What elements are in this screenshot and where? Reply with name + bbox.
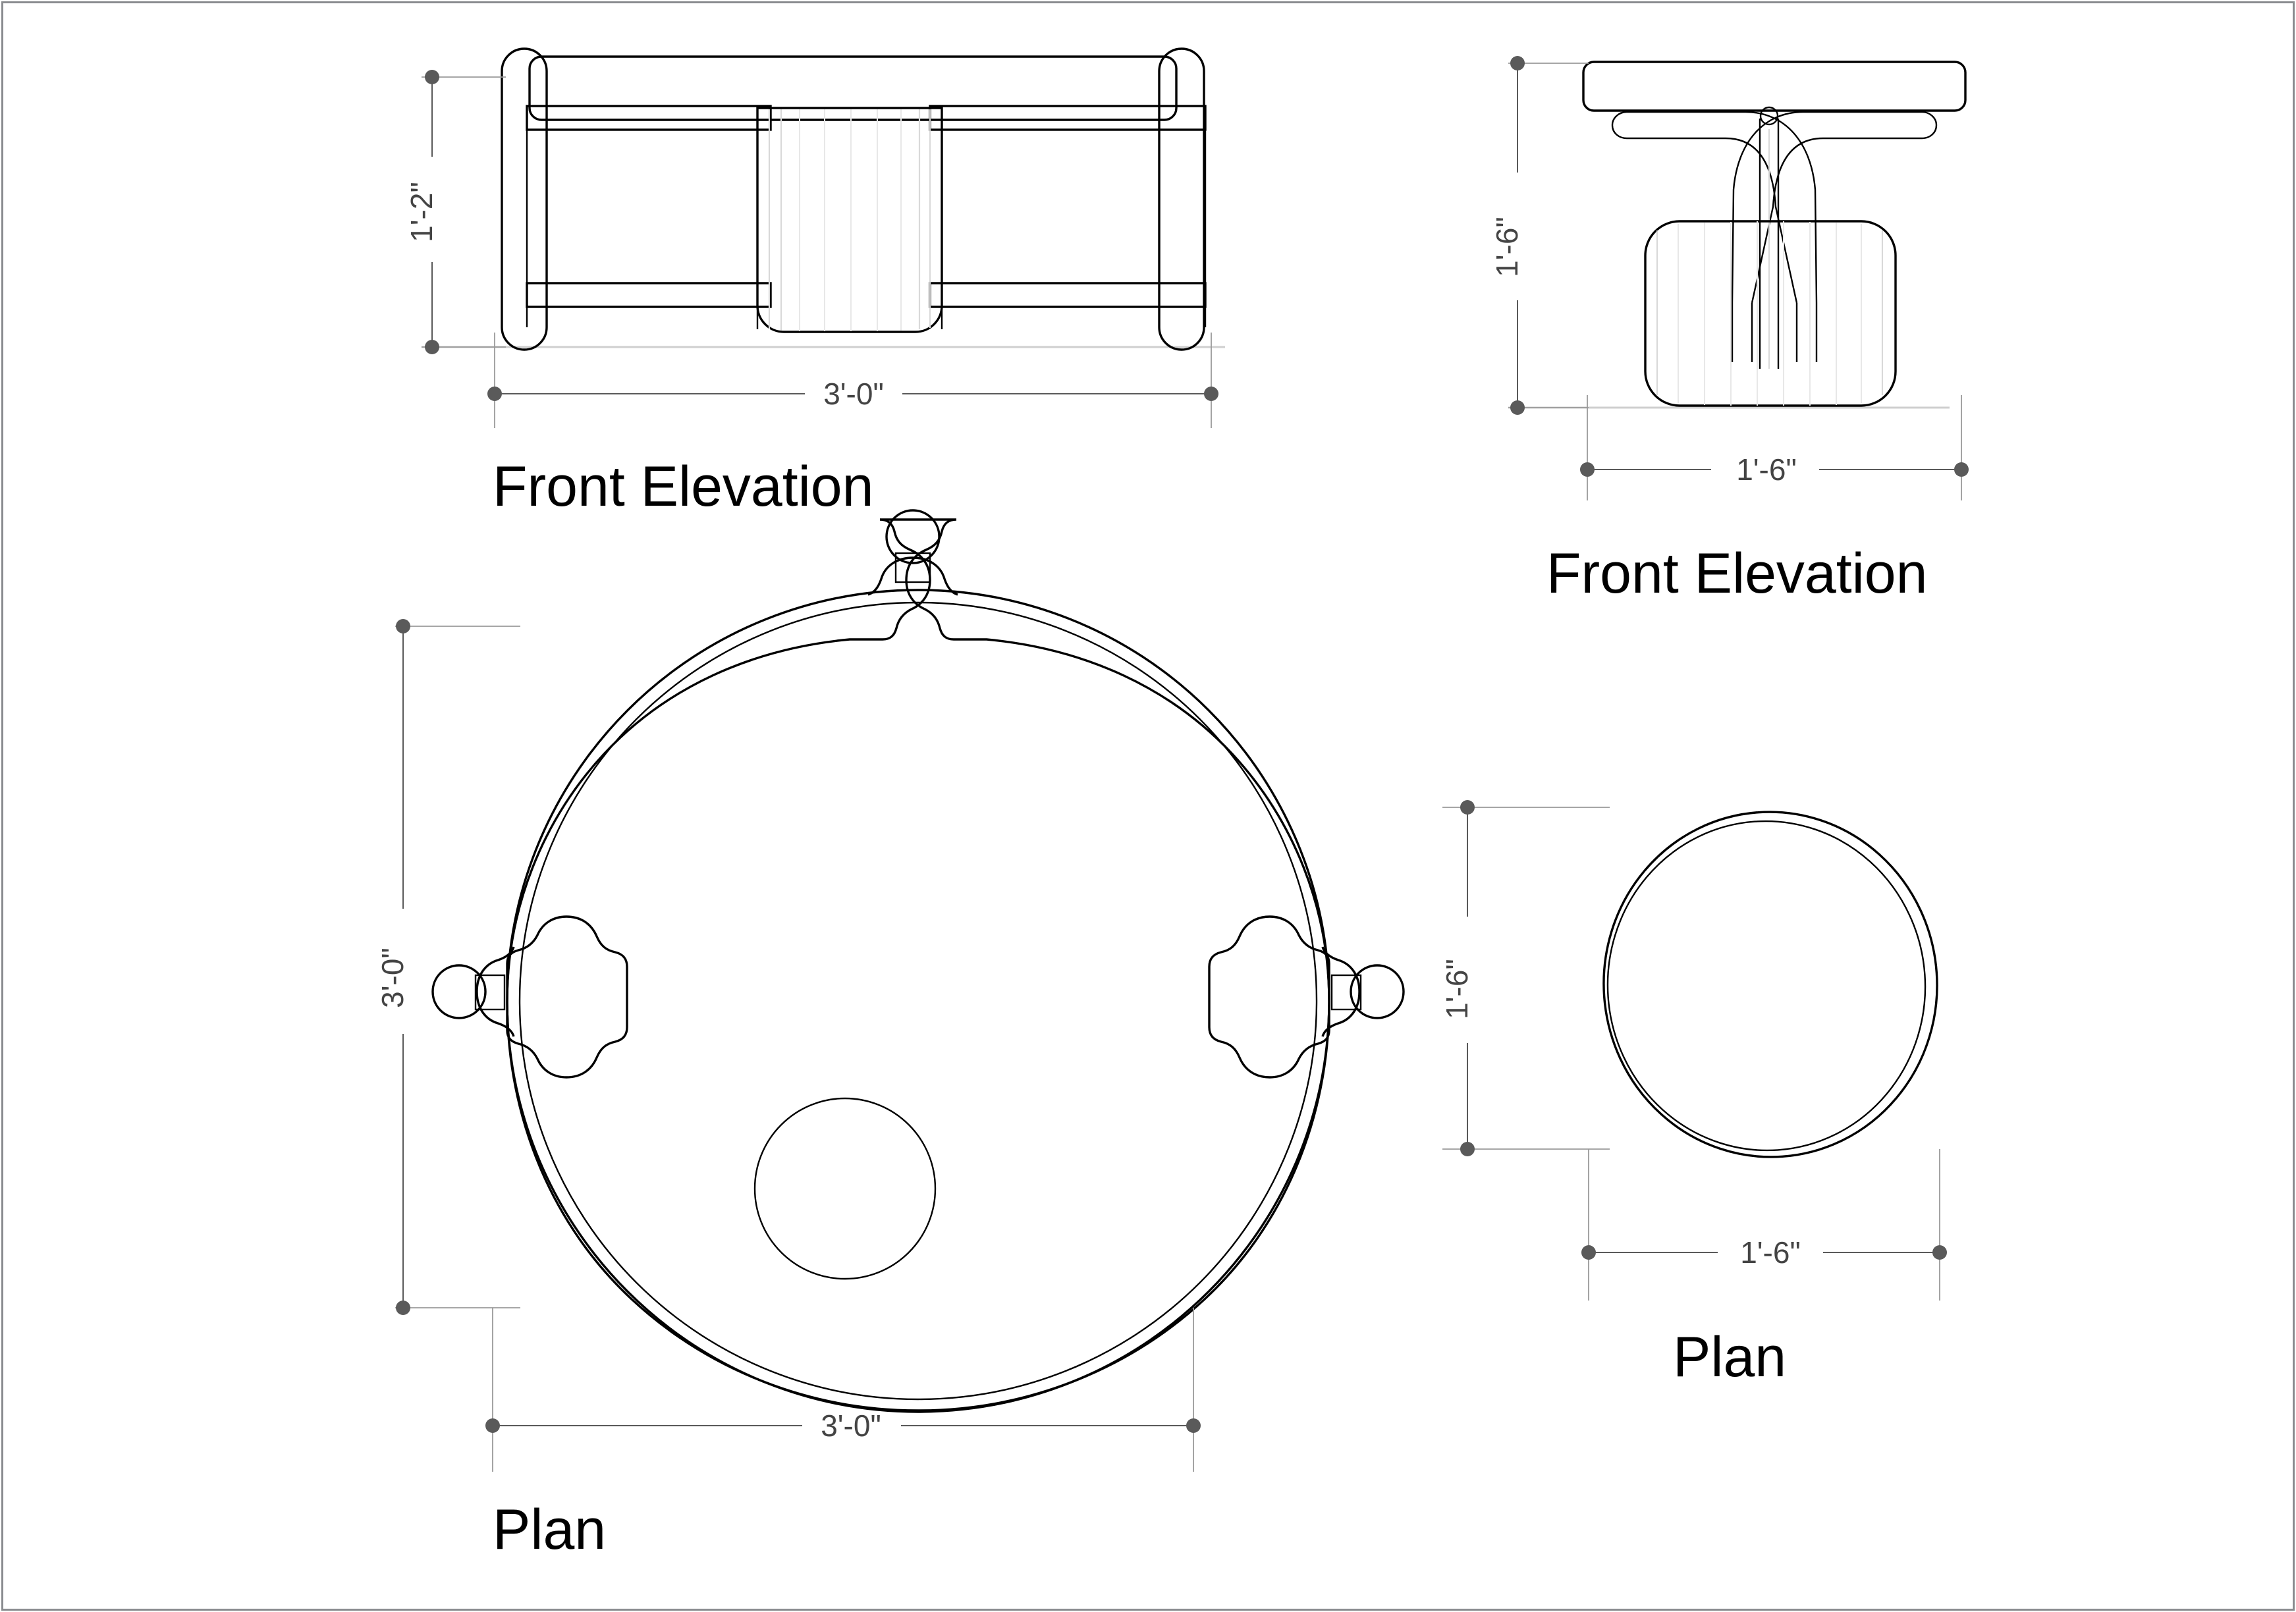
side-table-plan-geometry: [1602, 811, 1938, 1158]
bench-plan-left-knob-neck: [474, 974, 506, 1011]
side-table-elevation-geometry: [1508, 61, 1967, 409]
table-elevation-width-dimension: 1'-6": [1580, 395, 1969, 500]
bench-plan-geometry: [431, 509, 1405, 1413]
table-elevation-height-dimension: 1'-6": [1490, 56, 1589, 415]
bench-plan-outer-circle: [506, 589, 1330, 1413]
table-right-leg: [1731, 111, 1938, 304]
bench-left-post: [501, 47, 548, 351]
bench-elevation-height-label: 1'-2": [404, 182, 439, 242]
bench-right-post: [1158, 47, 1205, 351]
bench-lower-rail-right: [929, 282, 1207, 308]
bench-plan-top-knob-neck: [894, 552, 931, 583]
bench-plan-top-notch: [867, 556, 958, 596]
table-plan-depth-label: 1'-6": [1440, 959, 1474, 1019]
bench-upper-rail-right: [929, 105, 1207, 131]
bench-plan-width-dimension: 3'-0": [485, 1308, 1201, 1472]
bench-plan-title: Plan: [493, 1498, 606, 1561]
bench-elevation-width-label: 3'-0": [823, 377, 884, 411]
table-elevation-width-label: 1'-6": [1736, 452, 1797, 487]
bench-upper-rail-left: [526, 105, 772, 131]
bench-plan-left-knob: [431, 964, 487, 1019]
bench-elevation-title: Front Elevation: [493, 455, 873, 518]
bench-center-pedestal: [756, 107, 943, 333]
table-top-slab: [1582, 61, 1967, 112]
bench-plan-right-notch: [1321, 946, 1361, 1037]
bench-plan-right-knob-neck: [1330, 974, 1362, 1011]
table-pedestal-base: [1644, 220, 1897, 407]
bench-elevation-geometry: [422, 47, 1225, 351]
bench-plan-depth-dimension: 3'-0": [375, 619, 520, 1315]
bench-plan-depth-label: 3'-0": [375, 948, 410, 1008]
bench-plan-top-knob: [885, 509, 941, 564]
table-plan-inner-ellipse: [1606, 820, 1927, 1152]
table-plan-width-label: 1'-6": [1740, 1235, 1801, 1270]
table-plan-outer-ellipse: [1602, 811, 1938, 1158]
table-pedestal-grain: [1656, 221, 1884, 406]
bench-lower-rail-left: [526, 282, 772, 308]
table-plan-title: Plan: [1673, 1326, 1786, 1389]
table-plan-depth-dimension: 1'-6": [1440, 800, 1610, 1156]
bench-seat-slab: [528, 55, 1178, 121]
bench-pedestal-grain: [768, 109, 931, 331]
bench-elevation-width-dimension: 3'-0": [487, 333, 1218, 428]
bench-plan-width-label: 3'-0": [821, 1409, 881, 1443]
bench-plan-left-notch: [476, 946, 515, 1037]
bench-plan-right-knob: [1350, 964, 1405, 1019]
table-elevation-title: Front Elevation: [1546, 542, 1927, 605]
bench-elevation-height-dimension: 1'-2": [404, 70, 506, 354]
bench-plan-inner-ring: [518, 601, 1318, 1401]
table-left-leg: [1611, 111, 1818, 304]
table-elevation-height-label: 1'-6": [1490, 217, 1524, 277]
bench-plan-pedestal-circle: [753, 1097, 937, 1280]
table-plan-width-dimension: 1'-6": [1581, 1149, 1947, 1301]
table-center-post-cap: [1759, 106, 1779, 126]
